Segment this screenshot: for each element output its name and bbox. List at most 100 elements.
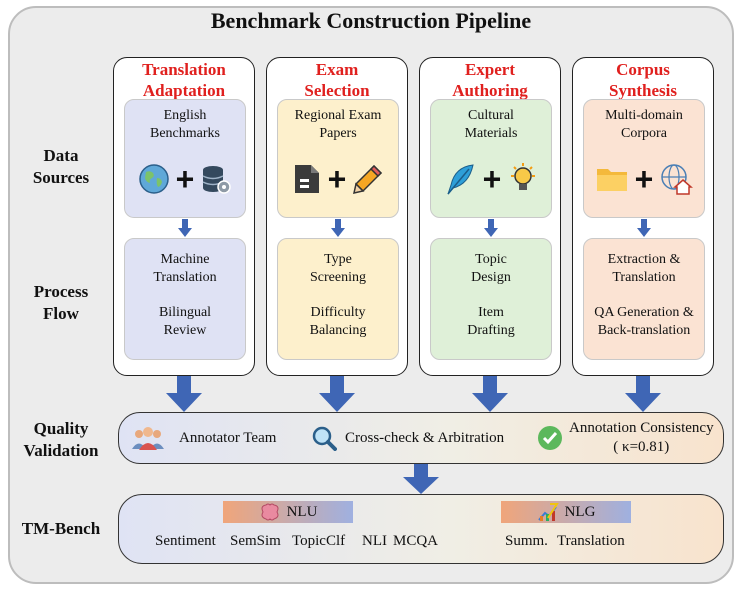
arrow-down-icon [637, 219, 651, 237]
process-step-line: Bilingual [158, 305, 212, 320]
quality-validation-bar: Annotator Team Cross-check & Arbitration… [118, 412, 724, 464]
source-icons: + [278, 160, 398, 198]
check-icon [538, 426, 562, 450]
process-box: Extraction & Translation QA Generation &… [583, 238, 705, 360]
process-step-line: Drafting [467, 323, 515, 338]
column-title-line: Selection [304, 81, 370, 100]
task-semsim: SemSim [230, 533, 281, 549]
task-topicclf: TopicClf [292, 533, 346, 549]
column-title-line: Corpus [616, 60, 670, 79]
column-title-line: Authoring [452, 81, 528, 100]
arrow-down-icon [178, 219, 192, 237]
data-source-line: Cultural [468, 108, 514, 123]
data-source-text: Regional Exam Papers [278, 107, 398, 143]
data-source-line: Multi-domain [605, 108, 683, 123]
column-title: Corpus Synthesis [573, 59, 713, 101]
data-source-text: English Benchmarks [125, 107, 245, 143]
web-home-icon [661, 164, 694, 195]
annotation-consistency: Annotation Consistency ( κ=0.81) [537, 413, 714, 463]
source-icons: + [584, 160, 704, 198]
chart-pencil-icon [537, 503, 559, 521]
nlg-category: NLG [501, 501, 631, 523]
process-step: Type Screening [278, 251, 398, 287]
lightbulb-icon [511, 163, 536, 190]
process-step: Item Drafting [431, 304, 551, 340]
diagram-title: Benchmark Construction Pipeline [210, 8, 532, 33]
column-title-line: Translation [142, 60, 226, 79]
column-title-line: Expert [464, 60, 516, 79]
process-step: Machine Translation [125, 251, 245, 287]
process-step-line: Extraction & [607, 252, 681, 267]
data-source-text: Multi-domain Corpora [584, 107, 704, 143]
process-box: Machine Translation Bilingual Review [124, 238, 246, 360]
data-source-line: Materials [464, 126, 518, 141]
plus-icon: + [482, 161, 502, 197]
process-step-line: Design [471, 270, 511, 285]
process-step: Topic Design [431, 251, 551, 287]
row-label-line: Data [43, 146, 79, 165]
process-step-line: QA Generation & [594, 305, 694, 320]
process-step-line: Difficulty [310, 305, 366, 320]
arrow-down-icon [166, 376, 202, 412]
process-step: Bilingual Review [125, 304, 245, 340]
row-label-line: Validation [23, 441, 99, 460]
column-title: Translation Adaptation [114, 59, 254, 101]
process-step: Difficulty Balancing [278, 304, 398, 340]
document-icon [294, 165, 319, 193]
process-step-line: Translation [153, 270, 217, 285]
row-label-line: Sources [32, 168, 90, 187]
column-title-line: Adaptation [142, 81, 226, 100]
process-step-line: Screening [310, 270, 366, 285]
arrow-down-icon [403, 464, 439, 494]
column-expert-authoring: Expert Authoring Cultural Materials + To… [419, 57, 561, 376]
pencil-icon [353, 164, 383, 194]
arrow-down-icon [625, 376, 661, 412]
plus-icon: + [634, 161, 654, 197]
cross-check-label: Cross-check & Arbitration [345, 429, 505, 446]
kappa-value: ( κ=0.81) [613, 439, 670, 455]
column-corpus-synthesis: Corpus Synthesis Multi-domain Corpora + [572, 57, 714, 376]
column-title-line: Exam [315, 60, 359, 79]
source-icons: + [125, 160, 245, 198]
process-step: Extraction & Translation [584, 251, 704, 287]
row-label-tm-bench: TM-Bench [21, 519, 101, 538]
data-source-line: Benchmarks [150, 126, 220, 141]
arrow-down-icon [331, 219, 345, 237]
process-step-line: Type [324, 252, 352, 267]
nlu-label: NLU [286, 503, 318, 520]
data-source-line: Regional Exam [294, 108, 382, 123]
process-step-line: Machine [160, 252, 210, 267]
annotator-team: Annotator Team [131, 413, 276, 463]
column-title-line: Synthesis [608, 81, 678, 100]
process-step: QA Generation & Back-translation [584, 304, 704, 340]
annotation-consistency-text: Annotation Consistency ( κ=0.81) [569, 419, 714, 457]
process-step-line: Review [163, 323, 207, 338]
team-icon [132, 427, 164, 450]
folder-icon [596, 169, 627, 191]
data-source-box: English Benchmarks + [124, 99, 246, 218]
process-step-line: Balancing [309, 323, 367, 338]
task-nli: NLI [362, 533, 387, 549]
row-label-line: Process [33, 282, 89, 301]
data-source-box: Multi-domain Corpora + [583, 99, 705, 218]
magnifier-icon [312, 426, 337, 451]
data-source-line: English [163, 108, 207, 123]
arrow-down-icon [484, 219, 498, 237]
process-box: Topic Design Item Drafting [430, 238, 552, 360]
source-icons: + [431, 160, 551, 198]
process-step-line: Topic [475, 252, 507, 267]
row-label-process-flow: Process Flow [6, 281, 116, 325]
database-gear-icon [203, 166, 232, 194]
task-mcqa: MCQA [393, 533, 439, 549]
plus-icon: + [175, 161, 195, 197]
row-label-quality-validation: Quality Validation [6, 418, 116, 462]
task-sentiment: Sentiment [155, 533, 216, 549]
data-source-line: Papers [319, 126, 357, 141]
annotator-team-label: Annotator Team [179, 429, 277, 446]
nlg-label: NLG [564, 503, 596, 520]
brain-icon [261, 503, 279, 521]
feather-icon [447, 164, 474, 195]
data-source-line: Corpora [621, 126, 667, 141]
process-step-line: Translation [612, 270, 676, 285]
data-source-text: Cultural Materials [431, 107, 551, 143]
